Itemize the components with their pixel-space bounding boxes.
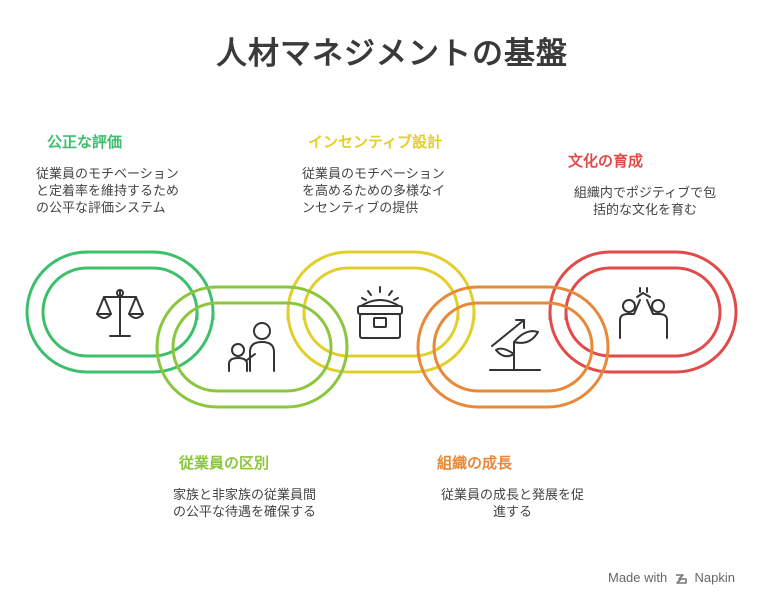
desc-line: の公平な待遇を確保する — [173, 505, 317, 520]
footer-made-with: Made with — [608, 570, 668, 585]
scales-icon — [96, 289, 144, 337]
desc-line: 家族と非家族の従業員間 — [173, 488, 317, 503]
desc-line: 括的な文化を育む — [592, 203, 697, 218]
desc-line: 従業員の成長と発展を促 — [440, 488, 584, 503]
desc-line: 組織内でポジティブで包 — [573, 186, 717, 201]
desc-culture: 組織内でポジティブで包 括的な文化を育む — [555, 185, 735, 219]
desc-line: の公平な評価システム — [36, 201, 166, 216]
desc-line: を高めるための多様なイ — [302, 184, 446, 199]
desc-fair-evaluation: 従業員のモチベーション と定着率を維持するため の公平な評価システム — [36, 166, 179, 217]
desc-incentive-design: 従業員のモチベーション を高めるための多様なイ ンセンティブの提供 — [302, 166, 445, 217]
label-org-growth: 組織の成長 — [437, 454, 513, 472]
desc-line: と定着率を維持するため — [36, 184, 180, 199]
desc-line: ンセンティブの提供 — [302, 201, 419, 216]
treasure-chest-icon — [357, 286, 403, 339]
desc-line: 進する — [492, 505, 532, 520]
label-culture: 文化の育成 — [568, 152, 644, 170]
desc-employee-distinction: 家族と非家族の従業員間 の公平な待遇を確保する — [173, 487, 316, 521]
napkin-logo-icon — [675, 573, 687, 584]
chain-link-culture — [548, 250, 738, 374]
desc-line: 従業員のモチベーション — [302, 167, 445, 182]
label-incentive-design: インセンティブ設計 — [308, 133, 443, 151]
desc-line: 従業員のモチベーション — [36, 167, 179, 182]
label-employee-distinction: 従業員の区別 — [179, 454, 270, 472]
desc-org-growth: 従業員の成長と発展を促 進する — [420, 487, 605, 521]
page-title: 人材マネジメントの基盤 — [216, 36, 568, 72]
chain-link-employee-distinction — [155, 285, 349, 409]
people-icon — [228, 322, 275, 372]
footer-brand: Napkin — [694, 570, 735, 585]
high-five-icon — [619, 287, 668, 339]
chain-link-org-growth — [416, 285, 610, 409]
label-fair-evaluation: 公正な評価 — [47, 133, 123, 151]
footer-attribution[interactable]: Made with Napkin — [608, 570, 735, 586]
growth-plant-icon — [489, 319, 541, 371]
